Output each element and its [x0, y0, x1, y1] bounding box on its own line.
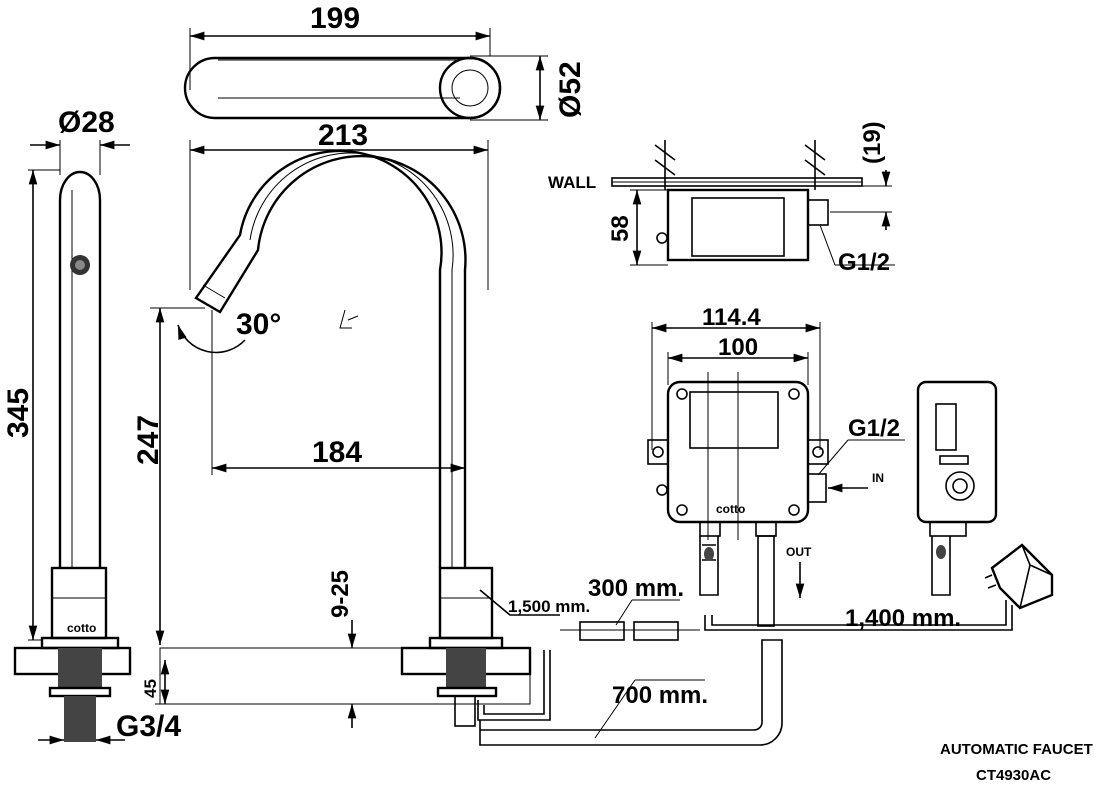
label-wall: WALL — [548, 173, 596, 192]
dim-sensor-cable: 1,500 mm. — [508, 597, 590, 616]
brand-logo-box: cotto — [716, 502, 745, 516]
label-inlet: IN — [872, 471, 884, 485]
dim-power-cable: 1,400 mm. — [845, 605, 961, 632]
dim-counter-depth: 45 — [141, 679, 160, 698]
dim-box-width-outer: 114.4 — [702, 304, 761, 331]
dim-spout-reach: 213 — [318, 119, 368, 152]
dim-box-depth: 58 — [607, 215, 634, 242]
control-box-right-view — [916, 380, 998, 596]
dim-outlet-height: 247 — [132, 415, 165, 465]
control-box-side-view — [611, 140, 895, 266]
brand-logo-side: cotto — [67, 621, 96, 635]
power-adapter-icon — [984, 543, 1054, 610]
dim-hose-length: 700 mm. — [612, 682, 708, 709]
dim-spout-length: 199 — [310, 2, 360, 35]
dim-adapter-cable: 300 mm. — [588, 575, 684, 602]
spout-top-view — [183, 28, 548, 121]
cables-and-hoses — [477, 589, 1013, 746]
dim-thread: G3/4 — [116, 710, 181, 743]
faucet-side-view — [13, 140, 132, 745]
dim-inlet-thread-top: G1/2 — [838, 249, 890, 276]
faucet-front-view — [150, 140, 532, 728]
dim-inlet-thread-side: G1/2 — [848, 415, 900, 442]
dim-spout-diameter: Ø52 — [554, 61, 587, 118]
dim-box-width-inner: 100 — [718, 334, 758, 361]
dim-spout-angle: 30° — [236, 308, 281, 341]
dim-total-height: 345 — [2, 388, 35, 438]
label-outlet: OUT — [786, 545, 812, 559]
drawing-title: AUTOMATIC FAUCET — [940, 741, 1093, 758]
dim-body-diameter: Ø28 — [58, 106, 115, 139]
dim-wall-gap: (19) — [859, 121, 886, 164]
drawing-model: CT4930AC — [976, 767, 1051, 784]
dim-center-distance: 184 — [312, 436, 362, 469]
control-box-front-view — [647, 322, 905, 627]
dim-deck-thickness: 9-25 — [327, 570, 354, 618]
